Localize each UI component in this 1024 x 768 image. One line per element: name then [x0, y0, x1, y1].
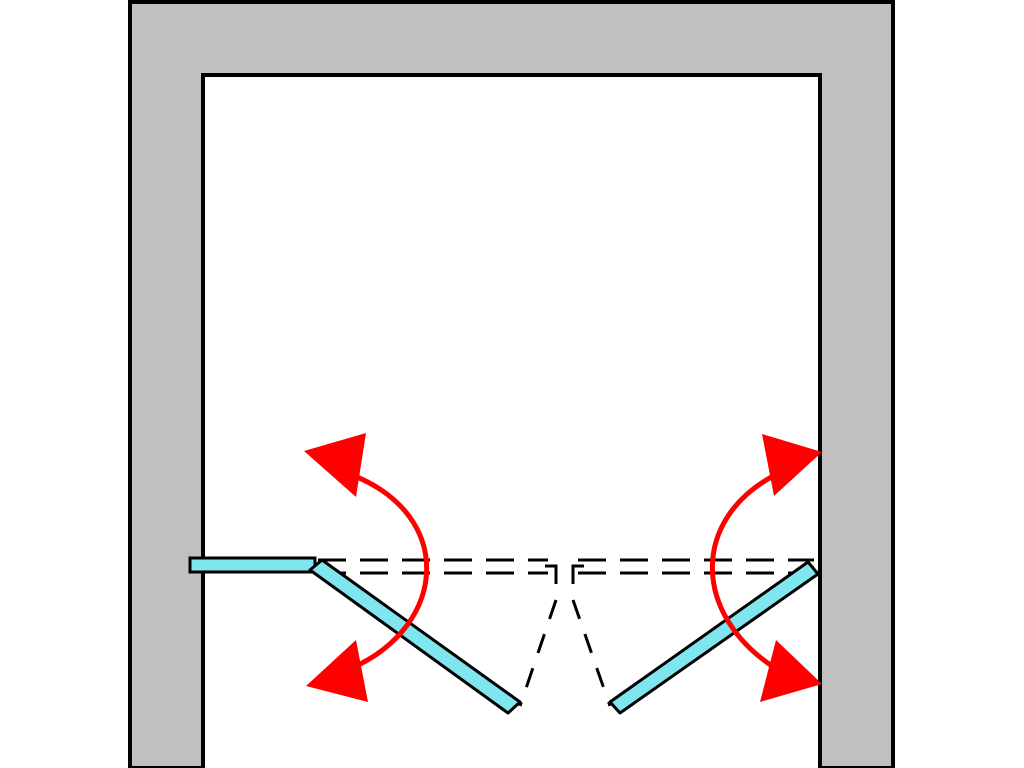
shower-wall — [128, 0, 895, 768]
right-hinged-glass-door — [608, 560, 820, 715]
door-edge-swing-paths — [518, 599, 612, 707]
left-door-swing-arrow — [304, 433, 430, 702]
left-swing-arrowhead-up — [304, 433, 366, 497]
right-door-edge-path — [571, 599, 612, 707]
left-swing-arc — [350, 472, 430, 671]
right-swing-arrowhead-up — [762, 434, 822, 496]
left-hinged-glass-door — [308, 558, 522, 715]
left-fixed-glass-panel — [188, 556, 317, 574]
right-door-swing-arrow — [710, 434, 822, 702]
right-swing-arrowhead-down — [760, 640, 822, 702]
door-meeting-point-mark — [545, 564, 584, 584]
right-swing-arc — [710, 472, 777, 671]
left-door-edge-path — [518, 599, 558, 707]
left-swing-arrowhead-down — [306, 640, 368, 702]
closed-door-position-outline — [318, 558, 814, 575]
